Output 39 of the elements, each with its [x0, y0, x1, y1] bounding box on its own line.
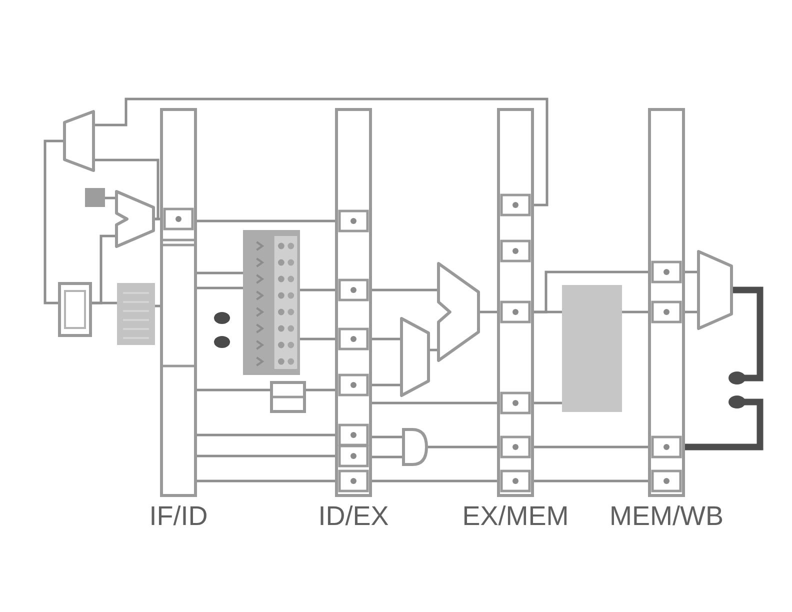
wire — [155, 304, 160, 308]
wire — [534, 402, 562, 404]
wire — [197, 286, 243, 290]
wire — [197, 454, 335, 458]
wire — [306, 388, 335, 392]
wire — [372, 384, 400, 386]
wire — [197, 272, 243, 274]
wire — [300, 288, 335, 292]
wire — [430, 348, 437, 352]
wire — [155, 218, 160, 220]
wire — [197, 388, 270, 392]
wire — [428, 446, 497, 448]
wire — [300, 338, 335, 340]
wire — [372, 480, 497, 482]
wire — [534, 270, 648, 314]
wire — [197, 480, 335, 482]
wire — [622, 310, 648, 314]
stage-label: EX/MEM — [462, 501, 569, 531]
wire — [95, 98, 548, 206]
stage-label: IF/ID — [149, 501, 208, 531]
wire — [92, 302, 117, 304]
wire — [685, 270, 697, 274]
wire — [685, 396, 764, 450]
stage-label: ID/EX — [318, 501, 389, 531]
wire — [372, 456, 402, 458]
wire — [534, 446, 648, 448]
wire — [372, 402, 497, 404]
wire — [372, 338, 400, 340]
wire — [197, 434, 335, 436]
wire — [372, 288, 437, 292]
wire — [197, 220, 335, 222]
wire — [44, 140, 63, 304]
stage-label: MEM/WB — [610, 501, 724, 531]
wire — [480, 310, 497, 314]
wire — [95, 158, 160, 220]
wire — [105, 196, 115, 200]
wire — [372, 436, 402, 438]
wire — [685, 310, 697, 314]
wire — [534, 480, 648, 482]
